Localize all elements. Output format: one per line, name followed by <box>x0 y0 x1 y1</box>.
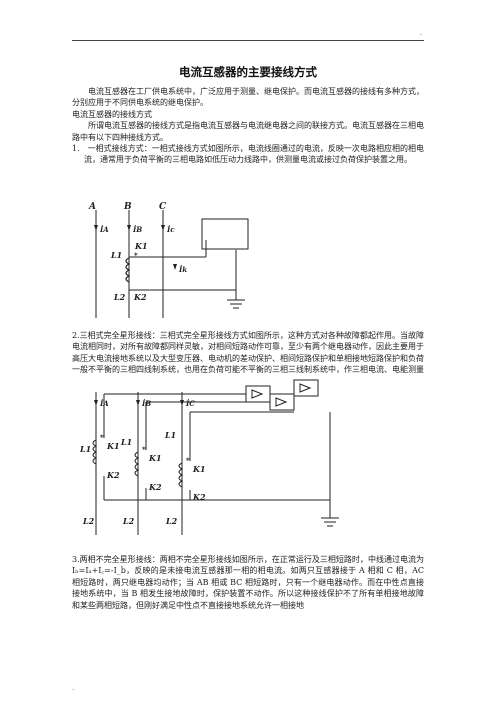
fig1-label-l1: L1 <box>110 250 122 260</box>
fig2-ct-coil-c <box>178 462 184 488</box>
fig1-relay-box <box>201 218 249 250</box>
fig1-label-ic: İc <box>166 225 175 234</box>
fig2-label-l1-b: L1 <box>120 437 132 447</box>
fig2-label-l2-b: L2 <box>122 516 135 526</box>
fig2-label-l2-c: L2 <box>165 516 178 526</box>
fig1-label-k2: K2 <box>133 292 147 302</box>
fig1-arrow-a <box>94 225 98 231</box>
item-3-paragraph: 3.两相不完全星形接线：两相不完全星形接线如图所示，在正常运行及三相短路时，中线… <box>72 555 424 610</box>
fig1-label-b: B <box>123 202 132 212</box>
fig1-label-dot: * <box>134 251 138 260</box>
fig2-dot-a: * <box>100 433 104 442</box>
fig2-ct-coil-b <box>134 451 140 477</box>
fig1-label-k1: K1 <box>134 241 148 251</box>
definition-paragraph: 所谓电流互感器的接线方式是指电流互感器与电流继电器之间的联接方式。电流互感器在三… <box>72 121 424 142</box>
fig2-label-l1-a: L1 <box>79 444 91 454</box>
header-mark: . <box>419 29 422 37</box>
footer-mark: . <box>72 684 75 692</box>
intro-paragraph: 电流互感器在工厂供电系统中，广泛应用于测量、继电保护。而电流互感器的接线有多种方… <box>72 87 424 108</box>
fig1-arrow-k <box>173 264 177 270</box>
fig2-label-ib: İB <box>141 399 151 408</box>
fig2-label-l1-c: L1 <box>164 430 176 440</box>
fig2-relay-b <box>269 393 295 411</box>
fig1-label-a: A <box>88 202 96 212</box>
fig2-label-k2-b: K2 <box>148 482 162 492</box>
fig2-label-ia: İA <box>99 399 109 408</box>
item-2-block: 2.三相式完全星形接线：三相式完全星形接线方式如图所示，这种方式对各种故障都起作… <box>72 330 424 376</box>
fig2-label-k1-a: K1 <box>106 441 120 451</box>
fig2-label-k2-a: K2 <box>106 470 120 480</box>
item-3-block: 3.两相不完全星形接线：两相不完全星形接线如图所示，在正常运行及三相短路时，中线… <box>72 554 424 611</box>
item-1-paragraph: 1. 一相式接线方式：一相式接线方式如图所示，电流线圈通过的电流，反映一次电路相… <box>72 144 424 165</box>
fig2-relay-c <box>293 379 319 397</box>
fig1-label-l2: L2 <box>113 292 126 302</box>
fig2-ct-coil-a <box>92 439 98 465</box>
fig2-dot-c: * <box>186 456 190 465</box>
fig1-ct-coil <box>125 257 131 283</box>
header-rule <box>72 40 424 41</box>
fig1-label-ib: İB <box>132 225 142 234</box>
intro-block: 电流互感器在工厂供电系统中，广泛应用于测量、继电保护。而电流互感器的接线有多种方… <box>72 86 424 166</box>
section-heading: 电流互感器的接线方式 <box>72 109 152 119</box>
fig2-label-l2-a: L2 <box>82 516 95 526</box>
fig2-dot-b: * <box>142 445 146 454</box>
fig2-label-k2-c: K2 <box>192 492 206 502</box>
fig1-label-ia: İA <box>99 225 109 234</box>
fig2-relay-a <box>245 385 271 403</box>
fig1-label-c: C <box>159 202 167 212</box>
fig1-arrow-c <box>161 225 165 231</box>
fig2-label-k1-b: K1 <box>148 453 162 463</box>
fig1-label-ik: İk <box>178 265 187 274</box>
page-title: 电流互感器的主要接线方式 <box>179 65 317 79</box>
item-2-paragraph: 2.三相式完全星形接线：三相式完全星形接线方式如图所示，这种方式对各种故障都起作… <box>72 331 424 375</box>
fig2-label-ic: İC <box>185 399 195 408</box>
fig1-arrow-b <box>127 225 131 231</box>
fig2-label-k1-c: K1 <box>192 464 206 474</box>
